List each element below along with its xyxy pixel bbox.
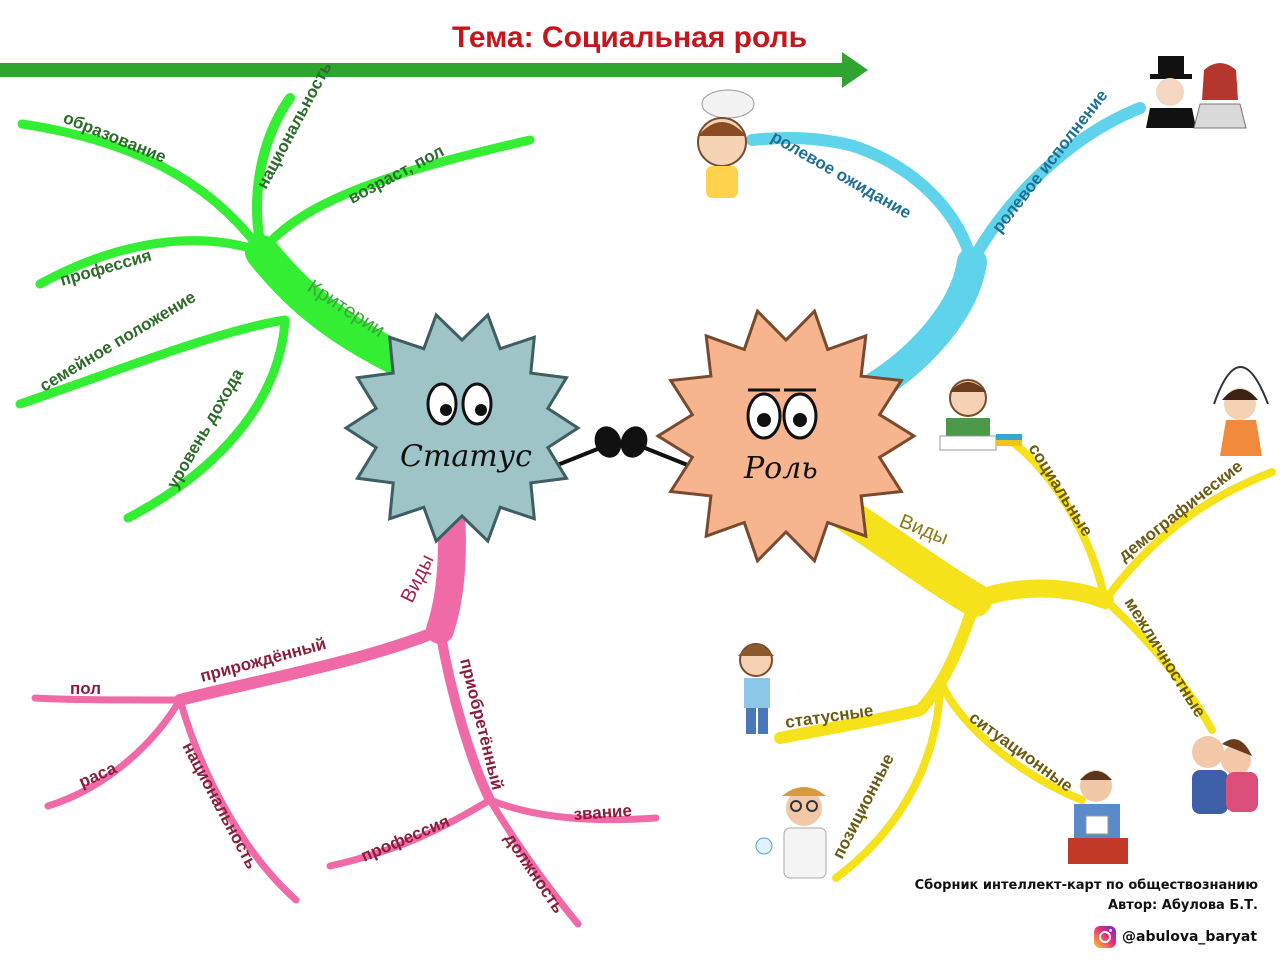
role-eyes xyxy=(746,388,818,440)
instagram-icon xyxy=(1094,926,1116,948)
criteria-income-level: уровень дохода xyxy=(163,365,247,492)
woman-glasses-figure xyxy=(738,643,774,734)
scientist-figure xyxy=(755,787,827,879)
credits-collection: Сборник интеллект-карт по обществознанию xyxy=(914,878,1258,893)
hugging-couple-figure xyxy=(1192,736,1258,814)
criteria-age-sex: возраст, пол xyxy=(345,141,447,207)
criteria-nationality: национальность xyxy=(253,59,336,192)
social-handle[interactable]: @abulova_baryat xyxy=(1094,926,1257,948)
role-types-branches xyxy=(774,436,1276,882)
born-nationality: национальность xyxy=(178,739,261,872)
acquired-profession: профессия xyxy=(358,811,452,865)
born-sex: пол xyxy=(70,679,101,698)
title-arrow xyxy=(0,52,868,88)
theatre-couple-figure xyxy=(1146,56,1247,129)
student-figure xyxy=(939,379,1022,451)
role-node-label: Роль xyxy=(743,451,818,486)
role-type-situational: ситуационные xyxy=(966,708,1077,796)
status-types-category-label: Виды xyxy=(397,551,439,606)
jumping-girl-figure xyxy=(1213,366,1269,456)
role-type-positional: позиционные xyxy=(829,751,898,862)
role-type-interpersonal: межличностные xyxy=(1121,594,1210,721)
status-types-branches xyxy=(31,486,660,928)
criteria-branches xyxy=(15,93,535,523)
voter-figure xyxy=(1068,770,1128,864)
map-title: Тема: Социальная роль xyxy=(452,21,807,54)
chef-girl-figure xyxy=(697,89,755,198)
social-handle-text: @abulova_baryat xyxy=(1122,929,1258,945)
credits: Сборник интеллект-карт по обществознанию… xyxy=(798,876,1258,916)
role-type-demographic: демографические xyxy=(1115,457,1246,566)
criteria-family-status: семейное положение xyxy=(36,287,199,395)
role-type-social: социальные xyxy=(1025,440,1097,540)
element-role-performance: ролевое исполнение xyxy=(988,86,1111,236)
acquired-position: должность xyxy=(501,830,568,917)
node-connector xyxy=(554,426,691,468)
status-eyes xyxy=(426,382,493,426)
status-node: Статус xyxy=(343,312,581,544)
acquired-rank: звание xyxy=(573,801,632,824)
credits-author: Автор: Абулова Б.Т. xyxy=(1107,898,1258,913)
role-node: Роль xyxy=(655,308,917,564)
status-node-label: Статус xyxy=(400,439,532,474)
